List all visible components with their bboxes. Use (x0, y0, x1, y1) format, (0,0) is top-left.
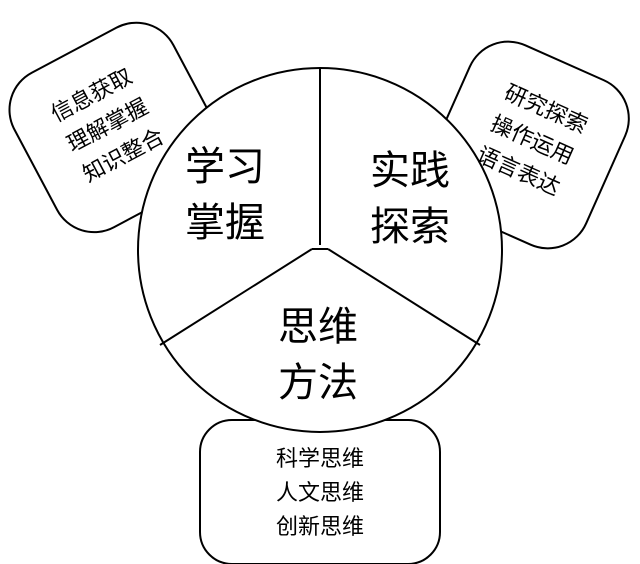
segment-top-left-line1: 学习 (185, 144, 265, 190)
segment-bottom-line1: 思维 (278, 304, 358, 350)
bottom-box-line1: 科学思维 (276, 447, 364, 472)
segment-dividers (159, 68, 481, 346)
segment-top-right-line1: 实践 (370, 148, 450, 194)
segment-top-left-line2: 掌握 (185, 200, 265, 246)
segment-bottom-line2: 方法 (278, 360, 358, 406)
bottom-box-line2: 人文思维 (276, 481, 364, 506)
segment-top-right-line2: 探索 (370, 204, 450, 250)
bottom-box-line3: 创新思维 (276, 515, 364, 540)
